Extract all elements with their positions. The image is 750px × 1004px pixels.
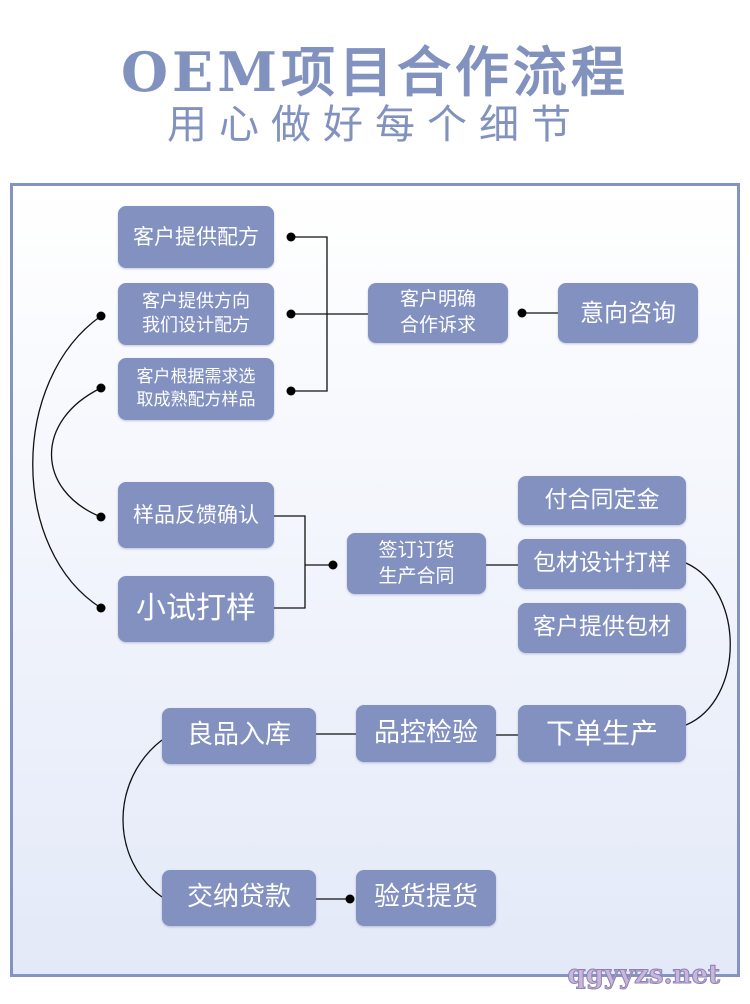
- node-contract: 签订订货生产合同: [347, 533, 486, 594]
- node-direction: 客户提供方向我们设计配方: [118, 283, 274, 345]
- node-customer-formula: 客户提供配方: [118, 206, 274, 268]
- node-label: 良品入库: [186, 720, 291, 751]
- node-label: 交纳贷款: [186, 882, 291, 913]
- node-label: 客户根据需求选取成熟配方样品: [137, 366, 256, 412]
- node-pack-design: 包材设计打样: [518, 539, 686, 589]
- connector-dot: [286, 309, 296, 319]
- line-2: 取成熟配方样品: [136, 390, 256, 410]
- connector-dot: [96, 603, 106, 613]
- line-1: 客户明确: [399, 288, 476, 311]
- node-label: 验货提货: [373, 882, 478, 913]
- node-label: 客户明确合作诉求: [400, 287, 476, 338]
- arc-inner: [51, 387, 102, 518]
- node-clarify: 客户明确合作诉求: [368, 283, 508, 343]
- node-label: 小试打样: [136, 590, 256, 626]
- line-1: 签订订货: [378, 538, 455, 561]
- node-pack-customer: 客户提供包材: [518, 603, 686, 653]
- bracket-sample: [274, 515, 333, 609]
- node-label: 下单生产: [545, 716, 658, 750]
- connector-dot: [96, 383, 106, 393]
- node-label: 付合同定金: [544, 486, 660, 513]
- bracket-top: [291, 236, 368, 392]
- connector-dot: [96, 311, 106, 321]
- node-consult: 意向咨询: [558, 283, 698, 343]
- connector-dot: [328, 560, 338, 570]
- page-title: OEM项目合作流程: [121, 40, 629, 104]
- node-warehouse: 良品入库: [162, 708, 316, 764]
- node-deposit: 付合同定金: [518, 476, 686, 525]
- line-2: 生产合同: [378, 564, 455, 587]
- node-label: 样品反馈确认: [133, 502, 259, 527]
- node-delivery: 验货提货: [356, 870, 496, 926]
- connector-dot: [286, 232, 296, 242]
- line-1: 客户提供方向: [142, 290, 250, 312]
- node-label: 客户提供方向我们设计配方: [142, 290, 250, 339]
- arc-right: [685, 562, 731, 726]
- node-label: 品控检验: [373, 717, 478, 748]
- link-qc: [316, 733, 518, 736]
- node-trial: 小试打样: [118, 576, 274, 642]
- line-2: 我们设计配方: [142, 315, 250, 336]
- node-label: 签订订货生产合同: [378, 538, 454, 589]
- connector-dot: [345, 894, 355, 904]
- node-payment: 交纳贷款: [162, 870, 316, 926]
- connector-dot: [286, 386, 296, 396]
- arc-outer: [32, 315, 102, 609]
- node-label: 包材设计打样: [533, 550, 671, 577]
- arc-bottom: [122, 739, 163, 898]
- connector-dot: [517, 308, 527, 318]
- watermark: qgyyzs.net: [567, 960, 720, 991]
- node-qc: 品控检验: [356, 705, 496, 762]
- node-select: 客户根据需求选取成熟配方样品: [118, 358, 274, 420]
- node-label: 意向咨询: [580, 298, 676, 327]
- node-label: 客户提供包材: [533, 614, 671, 641]
- line-1: 客户根据需求选: [136, 367, 256, 388]
- node-production: 下单生产: [518, 705, 686, 762]
- connector-dot: [96, 512, 106, 522]
- page-subtitle: 用心做好每个细节: [167, 102, 583, 148]
- line-2: 合作诉求: [399, 314, 476, 336]
- node-sample-feedback: 样品反馈确认: [118, 482, 274, 548]
- node-label: 客户提供配方: [133, 224, 259, 249]
